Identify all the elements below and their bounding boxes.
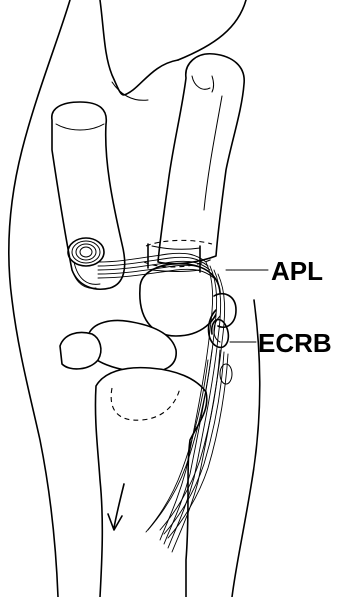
- hand-outline-right: [178, 0, 246, 60]
- first-metacarpal: [158, 54, 244, 264]
- radius-bone: [95, 368, 206, 597]
- ecrb-label: ECRB: [258, 330, 332, 356]
- lunate-bone: [60, 333, 101, 369]
- hand-outline-left: [9, 0, 70, 597]
- forearm-outline-right: [232, 300, 260, 597]
- apl-label: APL: [271, 258, 323, 284]
- thumb-web-outline: [100, 0, 178, 95]
